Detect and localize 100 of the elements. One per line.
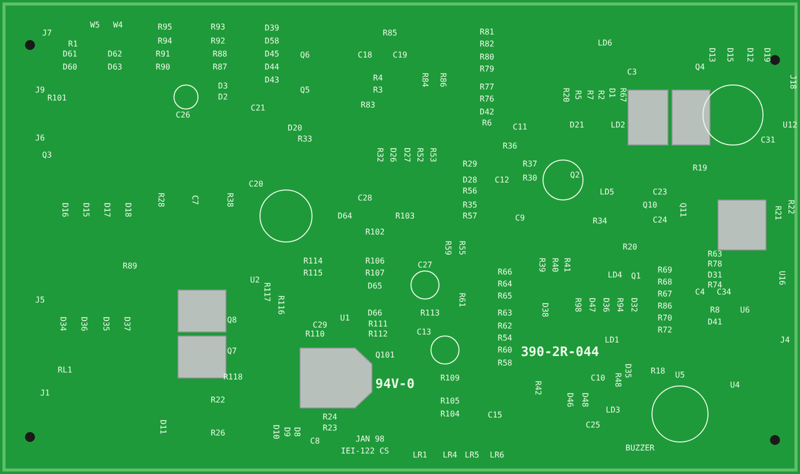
component-designator: J7 xyxy=(42,28,52,38)
component-designator: D20 xyxy=(288,124,302,132)
component-designator: R61 xyxy=(458,292,466,308)
component-designator: LD4 xyxy=(608,270,622,280)
component-designator: R118 xyxy=(223,372,243,382)
component-designator: D27 xyxy=(402,148,412,162)
component-designator: R93 xyxy=(210,22,226,32)
component-designator: R77 xyxy=(480,82,494,92)
component-designator: R60 xyxy=(498,346,512,354)
component-designator: R111 xyxy=(368,320,388,328)
component-designator: D34 xyxy=(58,316,68,332)
component-designator: D46 xyxy=(566,392,574,408)
component-designator: R48 xyxy=(614,372,622,388)
component-designator: R84 xyxy=(420,72,430,88)
component-designator: R70 xyxy=(658,314,672,322)
component-designator: R8 xyxy=(710,306,720,314)
component-designator: R95 xyxy=(158,22,172,32)
component-designator: U5 xyxy=(675,370,685,380)
component-designator: R33 xyxy=(298,134,312,144)
component-designator: D45 xyxy=(264,50,280,58)
component-designator: R74 xyxy=(708,280,722,290)
component-designator: R86 xyxy=(658,302,672,310)
component-designator: R106 xyxy=(365,256,385,266)
component-designator: D35 xyxy=(624,364,632,378)
component-designator: R105 xyxy=(440,396,460,406)
component-designator: R87 xyxy=(212,62,228,72)
component-designator: C28 xyxy=(358,194,372,202)
component-designator: Q4 xyxy=(695,62,705,72)
component-designator: R53 xyxy=(428,148,438,162)
component-designator: D65 xyxy=(368,282,382,290)
component-designator: U1 xyxy=(340,314,350,322)
component-designator: Q6 xyxy=(300,50,310,60)
component-designator: R30 xyxy=(522,174,538,182)
component-designator: R104 xyxy=(440,410,460,418)
board-marking: 390-2R-044 xyxy=(520,346,600,360)
component-designator: J9 xyxy=(35,86,45,94)
component-designator: LR1 xyxy=(412,450,428,460)
component-designator: R115 xyxy=(303,268,323,278)
component-designator: R42 xyxy=(534,380,542,396)
component-designator: C9 xyxy=(515,214,525,222)
component-designator: R85 xyxy=(382,28,398,38)
component-designator: R94 xyxy=(158,36,172,46)
component-designator: J5 xyxy=(35,296,45,304)
component-designator: U16 xyxy=(778,270,786,286)
component-designator: R37 xyxy=(522,160,538,168)
component-designator: R34 xyxy=(592,216,608,226)
component-designator: D48 xyxy=(580,392,590,408)
component-designator: LR5 xyxy=(464,450,480,460)
component-designator: R4 xyxy=(373,74,383,82)
component-designator: R90 xyxy=(156,62,170,72)
component-designator: J18 xyxy=(788,74,798,90)
component-designator: C10 xyxy=(590,374,606,382)
component-designator: D44 xyxy=(264,62,280,72)
component-designator: R22 xyxy=(786,200,796,214)
component-designator: Q1 xyxy=(631,272,641,280)
component-designator: R83 xyxy=(360,100,376,110)
component-designator: R88 xyxy=(212,50,228,58)
component-designator: R67 xyxy=(658,290,672,298)
component-designator: R117 xyxy=(262,282,272,302)
component-designator: C11 xyxy=(512,122,528,132)
component-designator: R39 xyxy=(538,258,546,272)
component-designator: D21 xyxy=(570,120,584,130)
component-designator: D2 xyxy=(218,92,228,102)
component-designator: D66 xyxy=(368,308,382,318)
component-designator: R23 xyxy=(322,424,338,432)
component-designator: D31 xyxy=(708,270,722,280)
component-designator: D13 xyxy=(708,48,716,62)
component-designator: R107 xyxy=(365,268,385,278)
component-designator: R81 xyxy=(480,28,494,36)
component-designator: C26 xyxy=(176,110,190,120)
component-designator: D16 xyxy=(60,202,70,218)
component-designator: R92 xyxy=(210,36,226,46)
component-designator: R29 xyxy=(462,160,478,168)
component-designator: R20 xyxy=(562,88,570,102)
component-designator: R116 xyxy=(276,295,286,315)
component-designator: R7 xyxy=(586,90,594,100)
component-designator: R103 xyxy=(395,212,415,220)
component-designator: J6 xyxy=(35,134,45,142)
component-designator: R20 xyxy=(622,242,638,252)
component-designator: R64 xyxy=(498,280,512,288)
component-designator: R63 xyxy=(498,308,512,318)
component-designator: R72 xyxy=(658,326,672,334)
component-designator: R78 xyxy=(708,260,722,268)
component-designator: D8 xyxy=(292,427,302,437)
component-designator: D39 xyxy=(264,24,280,32)
component-designator: C19 xyxy=(392,50,408,60)
component-designator: D62 xyxy=(108,50,122,58)
component-designator: C4 xyxy=(695,288,705,296)
component-designator: Q8 xyxy=(227,316,237,324)
component-designator: R98 xyxy=(574,298,582,312)
component-designator: R80 xyxy=(480,52,494,62)
component-designator: R54 xyxy=(498,334,512,342)
component-designator: D15 xyxy=(726,48,734,62)
component-designator: R102 xyxy=(365,228,385,236)
component-designator: R2 xyxy=(596,90,606,100)
component-designator: D35 xyxy=(102,316,110,332)
component-designator: R63 xyxy=(708,250,722,258)
component-designator: C13 xyxy=(416,328,432,336)
component-designator: C18 xyxy=(358,50,372,60)
component-designator: D19 xyxy=(762,48,772,62)
